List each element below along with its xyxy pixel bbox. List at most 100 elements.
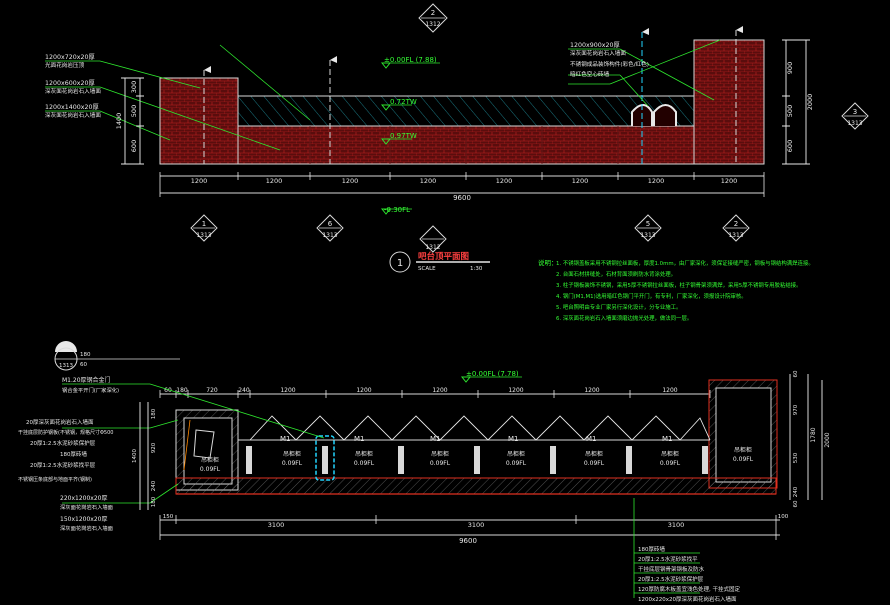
plan-rtot-0: 1780 — [810, 427, 817, 442]
elev-rvdim-3: 2000 — [806, 94, 814, 111]
plan-rvdim-3: 240 — [793, 486, 799, 497]
elev-left-pier — [159, 77, 239, 165]
plan-lvdim-1: 920 — [151, 442, 157, 453]
legend-5: 1200x220x20厚深灰面花岗岩石入墙面 — [638, 595, 737, 603]
room-name-2: 吊柜柜 — [355, 450, 373, 458]
callout-b4-sheet: 1313 — [728, 232, 743, 239]
door-m1-1: M1 — [354, 435, 365, 443]
plan-bdim-3: 3100 — [668, 521, 685, 529]
elev-level-tw2: 0.97TW — [390, 132, 417, 140]
notes-heading: 说明： — [538, 258, 558, 267]
legend-3: 20厚1:2.5水泥砂浆保护层 — [638, 575, 704, 583]
elev-right-note-0: 1200x900x20厚 — [570, 41, 621, 49]
room-level-2: 0.09FL — [354, 460, 375, 467]
plan-roof-panels — [249, 415, 711, 441]
title-sheet: 1312 — [425, 244, 440, 251]
plan-tdim-8: 1200 — [584, 387, 599, 394]
plan-view: 5 1313 180 60 ±0.00FL (7.78) 60 180 720 … — [18, 341, 831, 603]
elev-lvdim-1: 500 — [130, 105, 138, 117]
callout-right-sheet: 1313 — [847, 120, 862, 127]
plan-rtot-1: 2000 — [824, 432, 831, 447]
elev-lvdim-2: 1400 — [115, 113, 123, 130]
elev-dim-5: 1200 — [572, 177, 589, 185]
elev-rvdim-1: 500 — [786, 105, 794, 117]
drawing-title: 1 1312 吧台顶平面图 SCALE 1:30 — [389, 225, 490, 273]
plan-level: ±0.00FL (7.78) — [466, 370, 519, 378]
plan-walls — [175, 379, 778, 495]
plan-tdim-1: 180 — [176, 387, 188, 394]
plan-tdim-3: 240 — [238, 387, 250, 394]
callout-top-num: 2 — [431, 9, 435, 17]
plan-tdim-9: 1200 — [662, 387, 677, 394]
elev-left-note-2: 1200x600x20厚 — [45, 79, 96, 87]
room-name-5: 吊柜柜 — [585, 450, 603, 458]
plan-lnote-4: 20厚1:2.5水泥砂浆保护层 — [30, 439, 96, 447]
plan-bdim-0: 150 — [163, 514, 174, 520]
plan-tdim-0: 60 — [164, 387, 172, 394]
elev-left-note-5: 深灰面花岗岩石入墙面 — [45, 111, 101, 119]
room-level-6: 0.09FL — [660, 460, 681, 467]
elev-level-top: ±0.00FL (7.88) — [384, 56, 437, 64]
elev-lvdim-3: 600 — [130, 140, 138, 152]
title-name: 吧台顶平面图 — [418, 251, 469, 262]
plan-left-notes: M1.20厚钢合金门 钢合金平开门(厂家深化) 20厚深灰面花岗岩石入墙面 干挂… — [18, 376, 325, 532]
title-circle — [389, 251, 411, 273]
callout-b2-num: 6 — [328, 220, 333, 228]
door-m1-3: M1 — [508, 435, 519, 443]
room-level-1: 0.09FL — [282, 460, 303, 467]
notes-line-5: 6. 深灰面花岗岩石入墙面须磨边抛光处理，做法同一层。 — [556, 314, 692, 322]
title-num: 1 — [397, 258, 403, 269]
plan-rvdim-2: 530 — [793, 452, 799, 463]
callout-right-num: 3 — [853, 108, 857, 116]
door-m1-4: M1 — [586, 435, 597, 443]
elev-right-vdims: 900 500 600 2000 — [782, 39, 814, 165]
plan-highlight-post — [315, 435, 335, 481]
elev-left-vdims: 300 500 1400 600 — [115, 77, 144, 165]
plan-tdim-6: 1200 — [432, 387, 447, 394]
elev-dim-6: 1200 — [648, 177, 665, 185]
plan-lvdim-3: 240 — [151, 480, 157, 491]
plan-bdim-2: 3100 — [468, 521, 485, 529]
callout-5-1313: 5 1313 — [634, 214, 662, 242]
title-scale-label: SCALE — [418, 266, 436, 272]
plan-bdim-total: 9600 — [459, 537, 477, 545]
plan-lvdim-0: 180 — [151, 408, 157, 419]
elev-dim-3: 1200 — [420, 177, 437, 185]
callout-b4-num: 2 — [734, 220, 738, 228]
plan-lvdim-2: 1400 — [132, 449, 138, 463]
legend-1: 20厚1:2.5水泥砂浆找平 — [638, 555, 698, 563]
plan-material-legend: 180厚砖墙 20厚1:2.5水泥砂浆找平 干挂底层钢骨架钢板及防水 20厚1:… — [633, 498, 740, 603]
elev-dim-7: 1200 — [721, 177, 738, 185]
elev-dim-row: 1200 1200 1200 1200 1200 1200 1200 1200 … — [159, 172, 765, 202]
plan-tdim-4: 1200 — [280, 387, 295, 394]
plan-lnote2-0: 220x1200x20厚 — [60, 495, 107, 502]
plan-lnote-1: 钢合金平开门(厂家深化) — [62, 386, 119, 394]
plan-top-label-b: 60 — [80, 362, 87, 368]
callout-1-1313: 1 1313 — [190, 214, 218, 242]
plan-lvdim-4: 180 — [151, 496, 157, 507]
elev-right-pier — [693, 39, 765, 165]
elev-right-note-3: 暗红色空心砖墙 — [570, 70, 610, 78]
elev-level-marks: ±0.00FL (7.88) 0.72TW 0.97TW -0.30FL — [380, 56, 440, 215]
legend-2: 干挂底层钢骨架钢板及防水 — [638, 565, 705, 573]
plan-bottom-dims: 150 3100 3100 3100 100 9600 — [159, 514, 789, 545]
door-m1-0: M1 — [280, 435, 291, 443]
door-m1-2: M1 — [430, 435, 441, 443]
plan-callout-sheet: 1313 — [59, 363, 73, 369]
room-level-5: 0.09FL — [584, 460, 605, 467]
elev-right-note-1: 深灰面花岗岩石入墙面 — [570, 49, 626, 57]
room-level-3: 0.09FL — [430, 460, 451, 467]
plan-tdim-5: 1200 — [356, 387, 371, 394]
room-level-7: 0.09FL — [733, 456, 754, 463]
room-level-4: 0.09FL — [506, 460, 527, 467]
title-scale-value: 1:30 — [470, 266, 483, 272]
elev-dim-0: 1200 — [191, 177, 208, 185]
plan-rvdim-0: 60 — [793, 370, 799, 377]
plan-left-vdims: 180 920 1400 240 180 — [132, 402, 157, 510]
elev-decor-arch — [631, 104, 677, 126]
callout-b3-num: 5 — [646, 220, 650, 228]
callout-top-sheet: 1312 — [425, 21, 440, 28]
legend-4: 120厚防腐木板盖宜浅色处理, 干挂式固定 — [638, 585, 740, 593]
callout-2-1313: 2 1313 — [722, 214, 750, 242]
